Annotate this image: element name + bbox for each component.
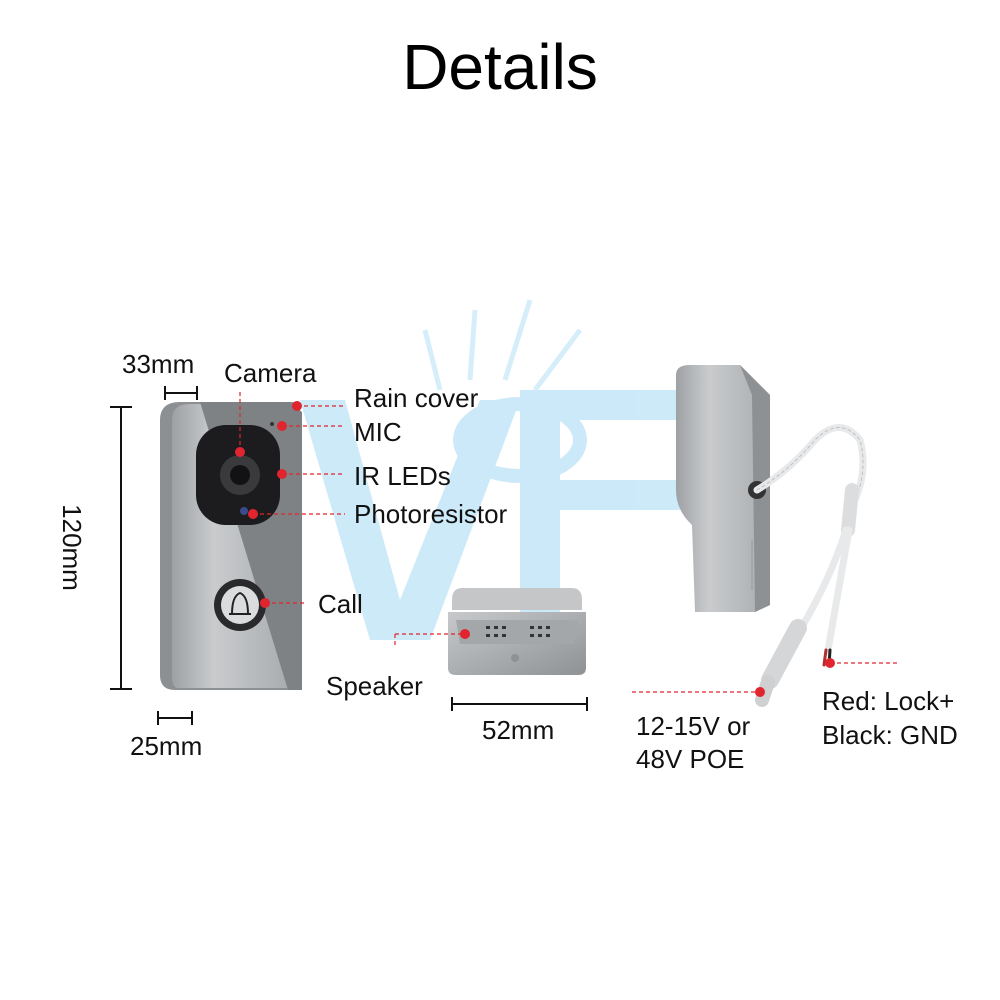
label-photoresistor: Photoresistor: [354, 499, 508, 529]
dim-top-width: 33mm: [122, 349, 195, 379]
label-red-wire: Red: Lock+: [822, 686, 955, 716]
page-title: Details: [402, 31, 598, 103]
dim-bottom-depth: 25mm: [130, 731, 203, 761]
callout-lines: [239, 392, 345, 604]
dimension-bottom-depth: [157, 711, 193, 725]
dim-height: 120mm: [56, 504, 87, 591]
label-call: Call: [318, 589, 363, 619]
label-speaker: Speaker: [326, 671, 423, 701]
dimension-top-width: [164, 386, 198, 400]
label-black-wire: Black: GND: [822, 720, 958, 750]
label-rain-cover: Rain cover: [354, 383, 479, 413]
cable: [753, 424, 867, 707]
dimension-speaker-width: [451, 697, 588, 711]
label-power-line1: 12-15V or: [636, 711, 751, 741]
label-camera: Camera: [224, 358, 317, 388]
speaker-module: [448, 588, 586, 675]
label-mic: MIC: [354, 417, 402, 447]
doorbell-front: [160, 402, 302, 690]
label-power-line2: 48V POE: [636, 744, 745, 774]
label-ir-leds: IR LEDs: [354, 461, 451, 491]
speaker-callout: [394, 629, 470, 645]
callout-dots: [235, 401, 302, 608]
dim-speaker-width: 52mm: [482, 715, 555, 745]
side-callouts: [632, 662, 900, 693]
dimension-height: [110, 406, 132, 690]
